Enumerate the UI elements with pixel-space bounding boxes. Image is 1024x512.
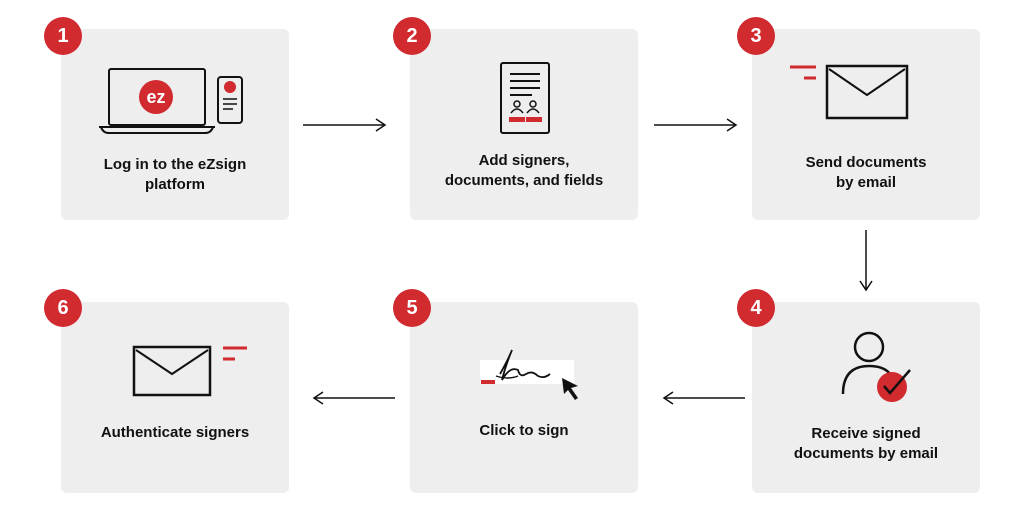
envelope-icon xyxy=(132,345,247,397)
step-label-1: Log in to the eZsign platform xyxy=(103,156,247,193)
step-card-4: Receive signed documents by email xyxy=(752,302,980,493)
step-card-3: Send documents by email xyxy=(752,29,980,220)
arrow-4-to-5 xyxy=(662,391,745,405)
document-signers-icon xyxy=(500,62,550,134)
svg-text:ez: ez xyxy=(146,87,165,107)
step-badge-5: 5 xyxy=(393,289,431,327)
step-label-6: Authenticate signers xyxy=(100,424,250,441)
step-label-5: Click to sign xyxy=(479,422,569,439)
arrow-2-to-3 xyxy=(654,118,738,132)
step-card-1: ez Log in to the eZsign platform xyxy=(61,29,289,220)
step-label-3: Send documents by email xyxy=(805,154,927,191)
step-card-2: Add signers, documents, and fields xyxy=(410,29,638,220)
step-badge-3: 3 xyxy=(737,17,775,55)
step-label-2: Add signers, documents, and fields xyxy=(444,152,604,189)
arrow-3-to-4 xyxy=(859,230,873,292)
step-badge-4: 4 xyxy=(737,289,775,327)
step-card-6: Authenticate signers xyxy=(61,302,289,493)
user-check-icon xyxy=(841,331,911,402)
envelope-sending-icon xyxy=(790,64,909,120)
step-badge-2: 2 xyxy=(393,17,431,55)
laptop-phone-icon: ez xyxy=(99,68,243,134)
step-badge-6: 6 xyxy=(44,289,82,327)
step-badge-1: 1 xyxy=(44,17,82,55)
arrow-5-to-6 xyxy=(312,391,395,405)
arrow-1-to-2 xyxy=(303,118,387,132)
step-label-4: Receive signed documents by email xyxy=(793,425,939,462)
step-card-5: Click to sign xyxy=(410,302,638,493)
signature-cursor-icon xyxy=(480,349,578,400)
